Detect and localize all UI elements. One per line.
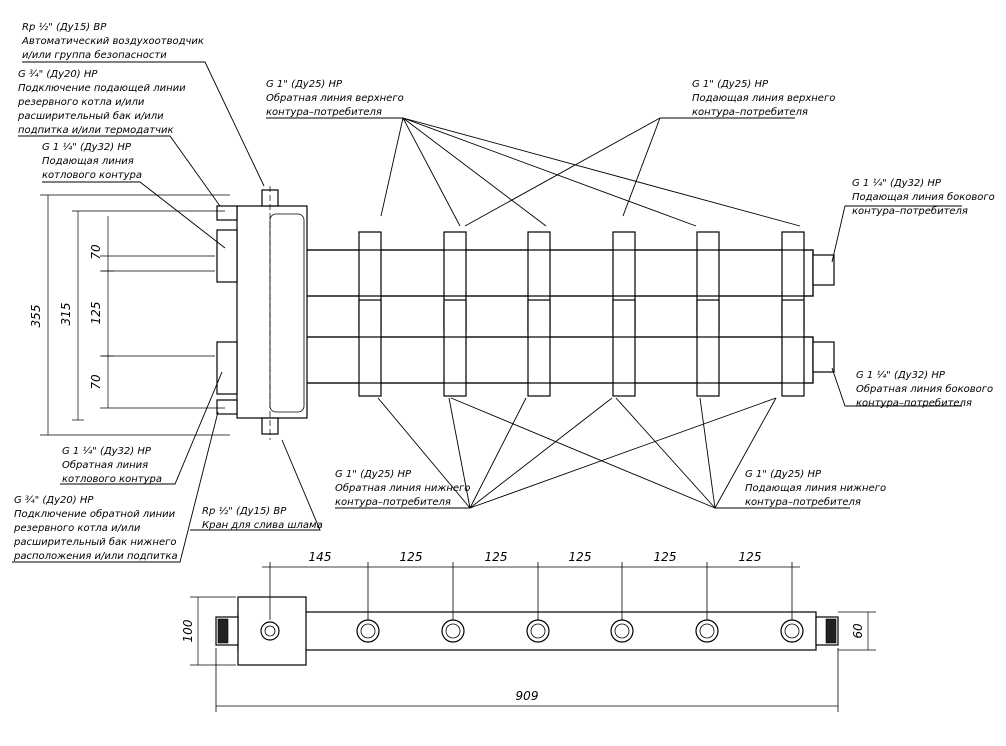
- lower-branches: [358, 299, 805, 397]
- svg-text:и/или группа безопасности: и/или группа безопасности: [22, 49, 167, 61]
- svg-text:G ¾" (Ду20) НР: G ¾" (Ду20) НР: [18, 69, 98, 80]
- boiler-supply-nozzle: [216, 229, 238, 283]
- svg-text:G 1" (Ду25) НР: G 1" (Ду25) НР: [266, 79, 343, 90]
- svg-text:G 1 ¼" (Ду32) НР: G 1 ¼" (Ду32) НР: [42, 141, 132, 153]
- dim-bottom-height-right: 60: [851, 623, 865, 639]
- branch-5-lower: [696, 299, 720, 397]
- svg-text:Обратная линия нижнего: Обратная линия нижнего: [335, 482, 470, 494]
- svg-text:расширительный бак и/или: расширительный бак и/или: [17, 110, 164, 122]
- dim-side-middle: 125: [89, 302, 103, 325]
- dim-bottom-total: 909: [516, 689, 539, 703]
- hydraulic-separator-body: [236, 205, 308, 419]
- bottom-right-thread: [825, 618, 837, 644]
- bottom-nozzle-2: [441, 619, 465, 643]
- label-upper-supply: G 1" (Ду25) НР Подающая линия верхнего к…: [692, 79, 835, 118]
- svg-text:Подающая линия бокового: Подающая линия бокового: [852, 191, 995, 203]
- label-drain: Rp ½" (Ду15) ВР Кран для слива шлама: [202, 505, 323, 531]
- dim-bottom-2: 125: [485, 550, 508, 564]
- bottom-nozzle-separator: [260, 621, 280, 641]
- svg-text:Подающая линия: Подающая линия: [42, 156, 134, 167]
- dim-bottom-4: 125: [654, 550, 677, 564]
- branch-6-lower: [781, 299, 805, 397]
- branch-2-lower: [443, 299, 467, 397]
- dim-bottom-1: 125: [400, 550, 423, 564]
- label-reserve-supply: G ¾" (Ду20) НР Подключение подающей лини…: [17, 69, 186, 136]
- dim-bottom-height-left: 100: [181, 619, 195, 642]
- reserve-return-nozzle: [216, 399, 238, 415]
- svg-text:Кран для слива шлама: Кран для слива шлама: [202, 520, 323, 531]
- bottom-view: 145 125 125 125 125 125 909 100 60: [181, 550, 876, 712]
- svg-text:G ¾" (Ду20) НР: G ¾" (Ду20) НР: [14, 495, 94, 506]
- svg-text:резервного котла и/или: резервного котла и/или: [13, 523, 141, 534]
- svg-text:контура–потребителя: контура–потребителя: [745, 496, 861, 508]
- bottom-nozzle-4: [610, 619, 634, 643]
- svg-text:Обратная линия: Обратная линия: [62, 459, 148, 471]
- label-side-return: G 1 ¼" (Ду32) НР Обратная линия бокового…: [856, 369, 993, 409]
- svg-text:Подключение подающей линии: Подключение подающей линии: [18, 83, 186, 94]
- svg-text:Подающая линия верхнего: Подающая линия верхнего: [692, 93, 835, 104]
- svg-text:расположения и/или подпитка: расположения и/или подпитка: [13, 551, 178, 562]
- svg-text:Rp ½" (Ду15) ВР: Rp ½" (Ду15) ВР: [202, 505, 287, 517]
- bottom-nozzle-3: [526, 619, 550, 643]
- svg-text:Rp ½" (Ду15) ВР: Rp ½" (Ду15) ВР: [22, 21, 107, 33]
- svg-text:G 1" (Ду25) НР: G 1" (Ду25) НР: [335, 469, 412, 480]
- label-upper-return: G 1" (Ду25) НР Обратная линия верхнего к…: [266, 79, 404, 118]
- dim-side-upper: 70: [89, 244, 103, 260]
- bottom-nozzle-6: [780, 619, 804, 643]
- dim-side-lower: 70: [89, 374, 103, 390]
- svg-text:G 1 ¼" (Ду32) НР: G 1 ¼" (Ду32) НР: [62, 445, 152, 457]
- svg-text:Подключение обратной линии: Подключение обратной линии: [14, 508, 176, 520]
- branch-4-lower: [612, 299, 636, 397]
- side-return-outlet: [812, 341, 835, 373]
- svg-text:Обратная линия верхнего: Обратная линия верхнего: [266, 92, 404, 104]
- svg-text:G 1 ¼" (Ду32) НР: G 1 ¼" (Ду32) НР: [856, 369, 946, 381]
- label-boiler-supply: G 1 ¼" (Ду32) НР Подающая линия котловог…: [42, 141, 142, 181]
- svg-text:контура–потребителя: контура–потребителя: [692, 106, 808, 118]
- svg-text:расширительный бак нижнего: расширительный бак нижнего: [13, 536, 176, 548]
- svg-text:котлового контура: котлового контура: [42, 170, 142, 181]
- lower-header-pipe: [305, 336, 814, 384]
- svg-text:G 1 ¼" (Ду32) НР: G 1 ¼" (Ду32) НР: [852, 177, 942, 189]
- svg-text:контура–потребителя: контура–потребителя: [856, 397, 972, 409]
- label-lower-return: G 1" (Ду25) НР Обратная линия нижнего ко…: [335, 469, 470, 508]
- svg-text:G 1" (Ду25) НР: G 1" (Ду25) НР: [745, 469, 822, 480]
- dim-bottom-5: 125: [739, 550, 762, 564]
- label-lower-supply: G 1" (Ду25) НР Подающая линия нижнего ко…: [745, 469, 886, 508]
- dim-side-outer-total: 355: [29, 305, 43, 328]
- bottom-nozzle-5: [695, 619, 719, 643]
- dim-bottom-3: 125: [569, 550, 592, 564]
- svg-text:Обратная линия бокового: Обратная линия бокового: [856, 383, 993, 395]
- bottom-nozzle-1: [356, 619, 380, 643]
- branch-3-lower: [527, 299, 551, 397]
- label-air-vent: Rp ½" (Ду15) ВР Автоматический воздухоот…: [21, 21, 204, 61]
- front-view: [40, 186, 835, 440]
- svg-text:Автоматический воздухоотводчик: Автоматический воздухоотводчик: [21, 36, 204, 47]
- upper-header-pipe: [305, 249, 814, 297]
- reserve-supply-nozzle: [216, 205, 238, 221]
- boiler-return-nozzle: [216, 341, 238, 395]
- branch-1-lower: [358, 299, 382, 397]
- svg-text:контура–потребителя: контура–потребителя: [852, 205, 968, 217]
- side-dimensions: 70 125 70 315 355: [29, 195, 114, 435]
- leader-lines: [12, 61, 962, 563]
- svg-text:подпитка и/или термодатчик: подпитка и/или термодатчик: [18, 125, 174, 136]
- svg-text:Подающая линия нижнего: Подающая линия нижнего: [745, 483, 886, 494]
- dim-bottom-0: 145: [309, 550, 332, 564]
- label-reserve-return: G ¾" (Ду20) НР Подключение обратной лини…: [13, 495, 178, 562]
- svg-text:контура–потребителя: контура–потребителя: [335, 496, 451, 508]
- svg-text:G 1" (Ду25) НР: G 1" (Ду25) НР: [692, 79, 769, 90]
- label-boiler-return: G 1 ¼" (Ду32) НР Обратная линия котловог…: [62, 445, 162, 485]
- dim-side-inner-total: 315: [59, 303, 73, 326]
- svg-text:резервного котла и/или: резервного котла и/или: [17, 97, 145, 108]
- svg-text:контура–потребителя: контура–потребителя: [266, 106, 382, 118]
- svg-text:котлового контура: котлового контура: [62, 474, 162, 485]
- label-side-supply: G 1 ¼" (Ду32) НР Подающая линия бокового…: [852, 177, 995, 217]
- side-supply-outlet: [812, 254, 835, 286]
- bottom-left-thread: [217, 618, 229, 644]
